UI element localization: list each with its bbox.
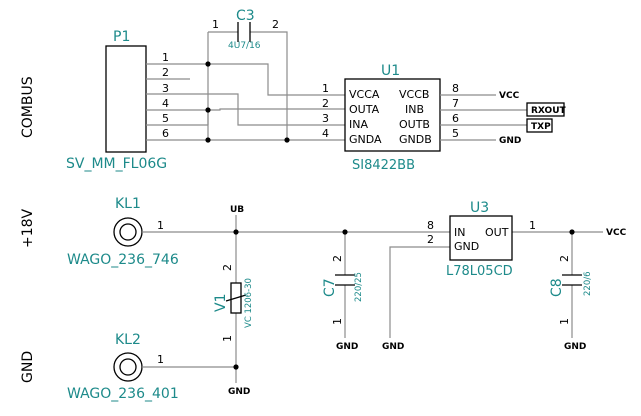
- ic-u1[interactable]: U1 SI8422BB VCCA OUTA INA GNDA 1 2 3 4 V…: [322, 63, 459, 173]
- ic-u3-body: [449, 215, 513, 261]
- terminal-kl2-value: WAGO_236_401: [67, 386, 179, 402]
- ic-u3-pin-2-num: 2: [427, 233, 434, 246]
- junction-dots-bottom: [233, 229, 575, 370]
- ic-u1-pin-gnda-name: GNDA: [349, 133, 382, 146]
- port-rxout-label: RXOUT: [531, 106, 567, 116]
- ic-u1-pin-3-num: 3: [322, 112, 329, 125]
- capacitor-c3-pin-1: 1: [212, 18, 219, 31]
- terminal-kl1-ref: KL1: [115, 196, 141, 212]
- ic-u1-pin-vccb-name: VCCB: [399, 88, 429, 101]
- varistor-v1[interactable]: V1 VC 1206-30 2 1: [213, 264, 254, 342]
- ic-u1-pin-7-num: 7: [452, 97, 459, 110]
- connector-p1-value: SV_MM_FL06G: [66, 156, 167, 172]
- varistor-v1-pin-bottom: 1: [221, 335, 234, 342]
- wires-bottom: [142, 215, 603, 383]
- ic-u1-pin-outa-name: OUTA: [349, 103, 380, 116]
- varistor-v1-ref: V1: [213, 294, 229, 312]
- ic-u1-ref: U1: [381, 63, 400, 79]
- ic-u3-value: L78L05CD: [446, 264, 513, 279]
- terminal-kl1-pin: 1: [157, 219, 164, 232]
- capacitor-c8-pin-top: 2: [558, 255, 571, 262]
- capacitor-c7-value: 220/25: [354, 272, 364, 302]
- ic-u1-pin-ina-name: INA: [349, 118, 368, 131]
- varistor-v1-pin-top: 2: [221, 264, 234, 271]
- capacitor-c8-ref: C8: [549, 278, 565, 297]
- ic-u3[interactable]: U3 L78L05CD IN GND OUT 8 2 1: [427, 200, 536, 279]
- ic-u3-pin-out-name: OUT: [485, 226, 509, 239]
- terminal-kl1-value: WAGO_236_746: [67, 252, 179, 268]
- terminal-kl1[interactable]: KL1 WAGO_236_746 1: [67, 196, 179, 268]
- ic-u1-pin-4-num: 4: [322, 127, 329, 140]
- ic-u1-pin-vcca-name: VCCA: [349, 88, 380, 101]
- capacitor-c3-value: 4U7/16: [228, 41, 261, 51]
- capacitor-c8-pin-bottom: 1: [558, 318, 571, 325]
- terminal-kl2-ref: KL2: [115, 332, 141, 348]
- ic-u1-pin-outb-name: OUTB: [399, 118, 430, 131]
- net-gnd-u3: GND: [382, 342, 404, 352]
- ic-u3-pin-8-num: 8: [427, 219, 434, 232]
- ic-u1-value: SI8422BB: [352, 158, 415, 173]
- capacitor-c3-ref: C3: [236, 8, 255, 24]
- ic-u3-pin-in-name: IN: [454, 226, 465, 239]
- ic-u3-pin-gnd-name: GND: [454, 240, 479, 253]
- connector-p1-pin-3: 3: [162, 82, 169, 95]
- connector-p1-ref: P1: [113, 29, 130, 45]
- net-vcc-top: VCC: [499, 91, 520, 101]
- varistor-v1-value: VC 1206-30: [244, 278, 254, 328]
- net-gnd-c8: GND: [564, 342, 586, 352]
- net-vcc-bottom: VCC: [606, 228, 627, 238]
- ic-u1-pin-1-num: 1: [322, 82, 329, 95]
- capacitor-c7-pin-top: 2: [331, 255, 344, 262]
- wires-top: [146, 31, 345, 141]
- net-label-gnd: GND: [20, 351, 36, 383]
- ic-u1-pin-6-num: 6: [452, 112, 459, 125]
- net-ub: UB: [230, 205, 244, 215]
- junction-dots-top: [205, 61, 290, 143]
- ic-u3-pin-1-num: 1: [529, 219, 536, 232]
- capacitor-c3-pin-2: 2: [272, 18, 279, 31]
- port-txp[interactable]: TXP: [526, 118, 553, 133]
- capacitor-c7[interactable]: C7 220/25 2 1: [322, 255, 364, 325]
- ic-u1-pin-5-num: 5: [452, 127, 459, 140]
- terminal-kl2-pin: 1: [157, 353, 164, 366]
- port-rxout[interactable]: RXOUT: [526, 102, 567, 117]
- connector-p1-pin-6: 6: [162, 127, 169, 140]
- net-label-combus: COMBUS: [20, 76, 36, 138]
- net-gnd-top: GND: [499, 136, 521, 146]
- ic-u1-pin-8-num: 8: [452, 82, 459, 95]
- net-gnd-c7: GND: [336, 342, 358, 352]
- port-txp-label: TXP: [531, 122, 551, 132]
- connector-p1-pin-4: 4: [162, 97, 169, 110]
- terminal-kl2[interactable]: KL2 WAGO_236_401 1: [67, 332, 179, 402]
- ic-u1-pin-gndb-name: GNDB: [399, 133, 432, 146]
- connector-p1-pin-5: 5: [162, 112, 169, 125]
- capacitor-c8[interactable]: C8 220/6 2 1: [549, 255, 593, 325]
- connector-p1-pin-1: 1: [162, 51, 169, 64]
- ic-u1-body: [344, 78, 441, 152]
- capacitor-c7-ref: C7: [322, 278, 338, 297]
- connector-p1[interactable]: P1 SV_MM_FL06G 1 2 3 4 5 6: [66, 29, 169, 172]
- capacitor-c7-pin-bottom: 1: [331, 318, 344, 325]
- ic-u1-pin-inb-name: INB: [405, 103, 424, 116]
- net-gnd-kl2: GND: [228, 387, 250, 397]
- ic-u1-pin-2-num: 2: [322, 97, 329, 110]
- capacitor-c8-value: 220/6: [583, 272, 593, 297]
- connector-p1-body: [105, 45, 147, 153]
- connector-p1-pin-2: 2: [162, 66, 169, 79]
- net-label-plus18v: +18V: [20, 208, 36, 248]
- ic-u3-ref: U3: [470, 200, 489, 216]
- capacitor-c3[interactable]: C3 4U7/16 1 2: [212, 8, 279, 51]
- wires-u1-right: [440, 94, 527, 141]
